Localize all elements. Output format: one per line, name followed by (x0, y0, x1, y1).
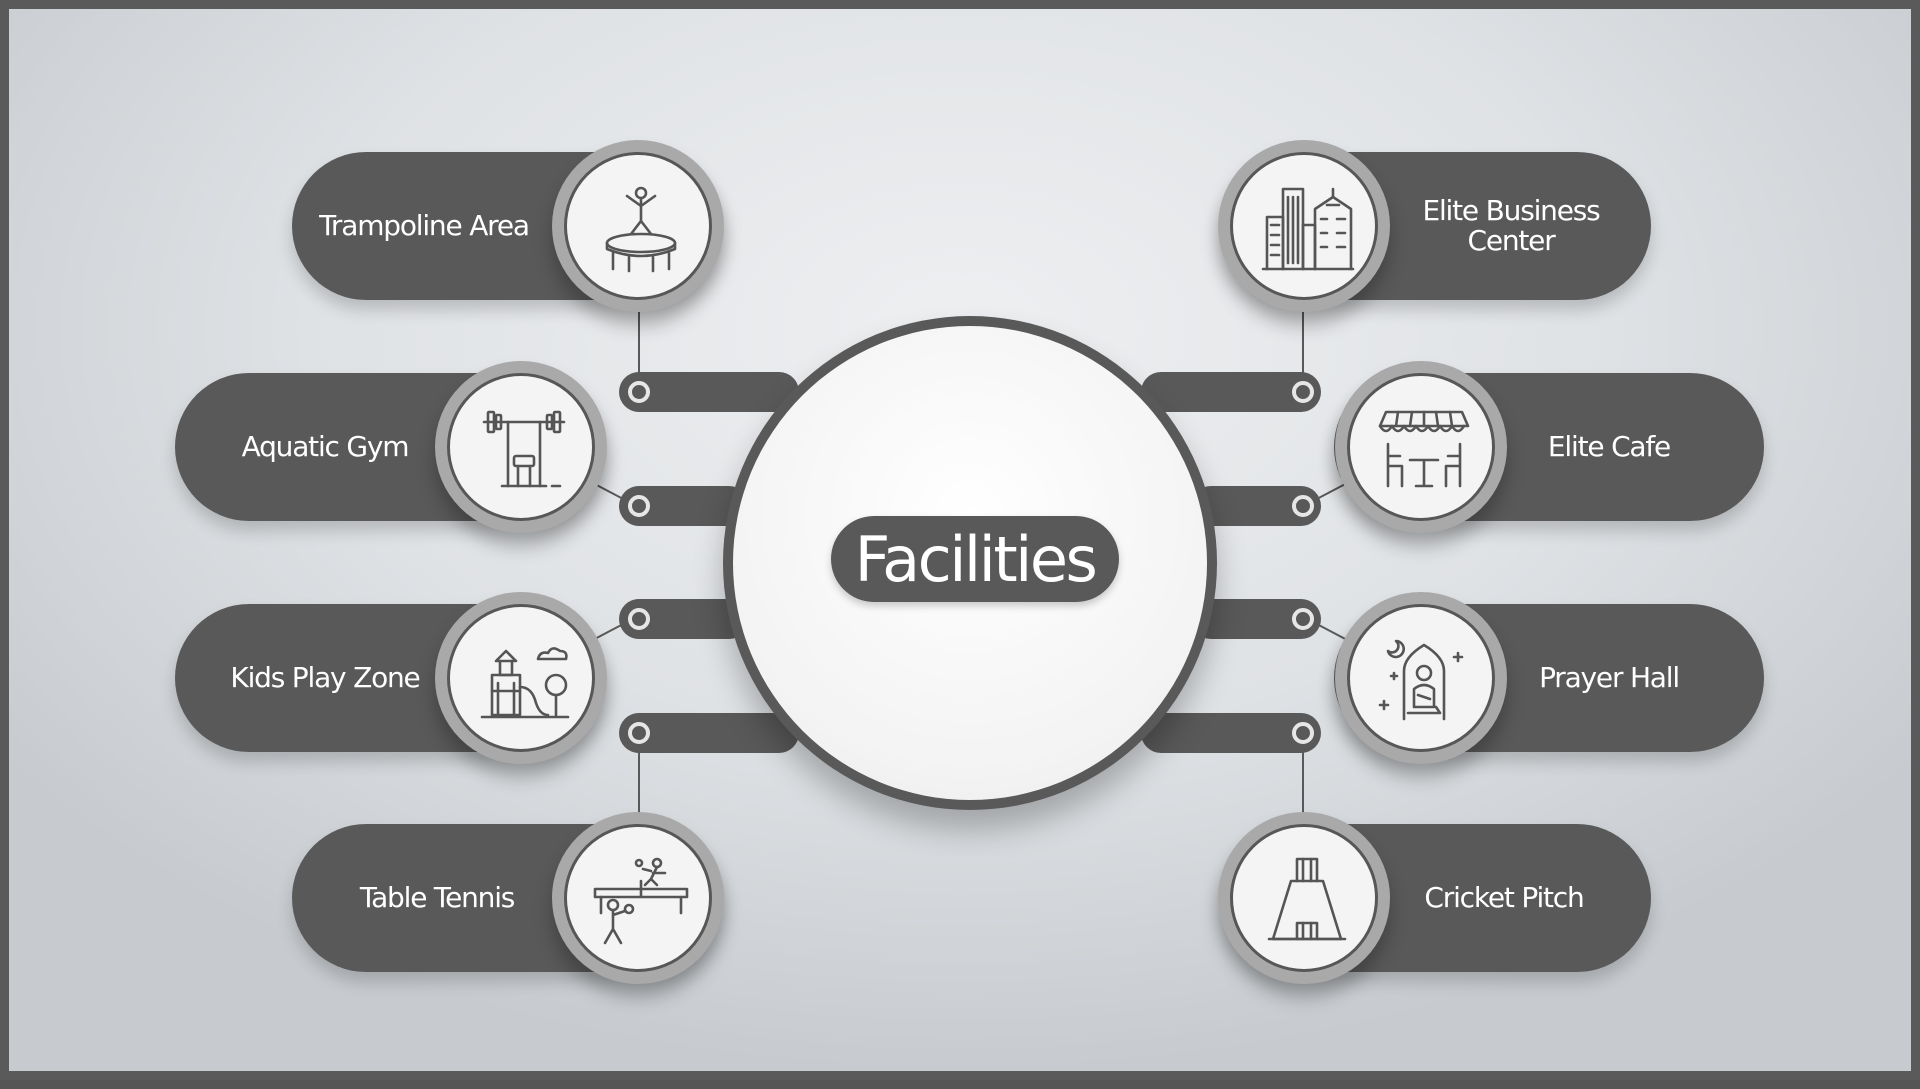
cafe-icon (1378, 410, 1470, 488)
table-tennis-icon (593, 857, 689, 945)
facility-icon-ring-kids (435, 592, 607, 764)
connector-dot (1292, 495, 1314, 517)
connector-dot (1292, 608, 1314, 630)
facility-icon-ring-cafe (1335, 361, 1507, 533)
connector-bar (1141, 713, 1321, 753)
connector-dot (628, 608, 650, 630)
facility-label-trampoline: Trampoline Area (319, 209, 530, 242)
facility-icon-ring-cricket (1218, 812, 1390, 984)
facility-icon-ring-tennis (552, 812, 724, 984)
connector-line (638, 299, 640, 389)
facility-label-prayer: Prayer Hall (1539, 661, 1680, 694)
facility-label-business: Elite Business Center (1422, 194, 1600, 257)
connector-dot (628, 722, 650, 744)
connector-dot (628, 495, 650, 517)
cricket-pitch-icon (1267, 857, 1347, 941)
connector-dot (1292, 722, 1314, 744)
trampoline-icon (605, 186, 677, 273)
facility-label-cafe: Elite Cafe (1547, 430, 1671, 463)
connector-dot (1292, 381, 1314, 403)
center-title: Facilities (831, 516, 1119, 602)
playground-icon (480, 647, 570, 719)
facility-icon-ring-gym (435, 361, 607, 533)
prayer-icon (1378, 639, 1464, 721)
connector-line (1302, 731, 1304, 821)
connector-dot (628, 381, 650, 403)
facility-label-kids: Kids Play Zone (230, 661, 420, 694)
facility-icon-ring-trampoline (552, 140, 724, 312)
facility-label-cricket: Cricket Pitch (1424, 881, 1584, 914)
connector-line (638, 731, 640, 821)
facility-icon-ring-prayer (1335, 592, 1507, 764)
facility-label-tennis: Table Tennis (359, 881, 516, 914)
facility-label-gym: Aquatic Gym (241, 430, 410, 463)
weightlifting-icon (482, 410, 566, 488)
facility-icon-ring-business (1218, 140, 1390, 312)
city-buildings-icon (1261, 187, 1355, 271)
connector-bar (1141, 372, 1321, 412)
connector-line (1302, 299, 1304, 389)
